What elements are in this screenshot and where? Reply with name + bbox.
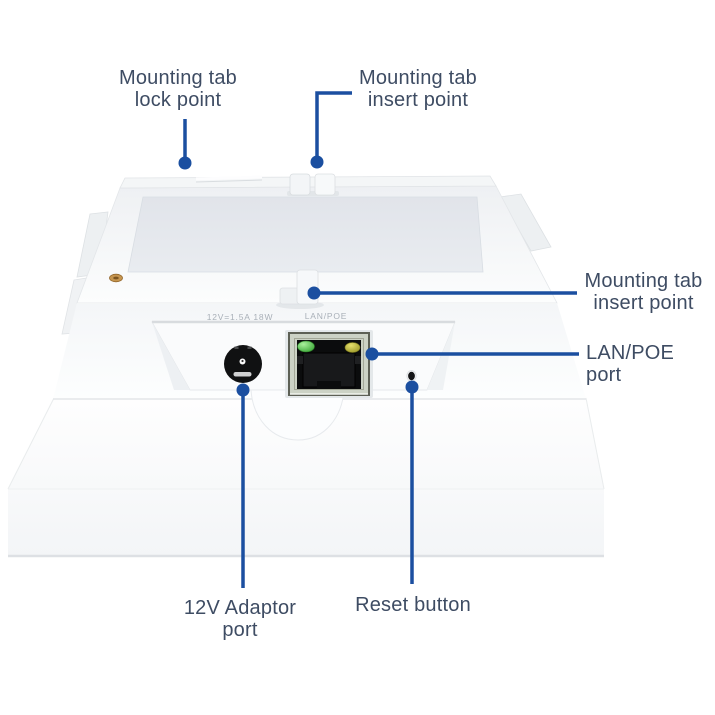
device-base [8, 398, 604, 557]
lock-point-leader-dot [178, 156, 192, 170]
reset-leader-dot [405, 380, 419, 394]
lan-poe-panel-text: LAN/POE [305, 311, 347, 321]
mounting-lock-slot-shadow [195, 179, 263, 183]
activity-led-amber [344, 342, 361, 353]
label-mounting-tab-insert-point-top: Mounting tab insert point [358, 67, 478, 111]
mounting-tab-top [287, 173, 339, 196]
label-12v-adaptor-port: 12V Adaptor port [183, 597, 297, 641]
insert-point-top-leader-line [315, 91, 352, 162]
ground-screw [109, 273, 123, 283]
reset-button-hole [406, 370, 417, 382]
label-mounting-tab-lock-point: Mounting tab lock point [118, 67, 238, 111]
insert-point-right-leader-dot [307, 286, 321, 300]
link-led-green [297, 340, 315, 353]
cable-channel-tongue [250, 389, 345, 441]
leader-lines [178, 91, 579, 588]
base-left-edge [7, 397, 55, 490]
adaptor-leader-dot [236, 383, 250, 397]
mounting-lock-slot [195, 175, 263, 181]
base-right-edge [585, 397, 605, 490]
label-lan-poe-port: LAN/POE port [586, 342, 675, 386]
lan-poe-leader-dot [365, 347, 379, 361]
label-reset-button: Reset button [355, 594, 471, 616]
lan-poe-port [285, 330, 373, 398]
insert-point-top-leader-dot [310, 155, 324, 169]
power-rating-text: 12V=1.5A 18W [207, 312, 274, 322]
top-label-recess [127, 196, 484, 273]
label-mounting-tab-insert-point-right: Mounting tab insert point [584, 270, 703, 314]
dc-adaptor-port [224, 345, 262, 383]
